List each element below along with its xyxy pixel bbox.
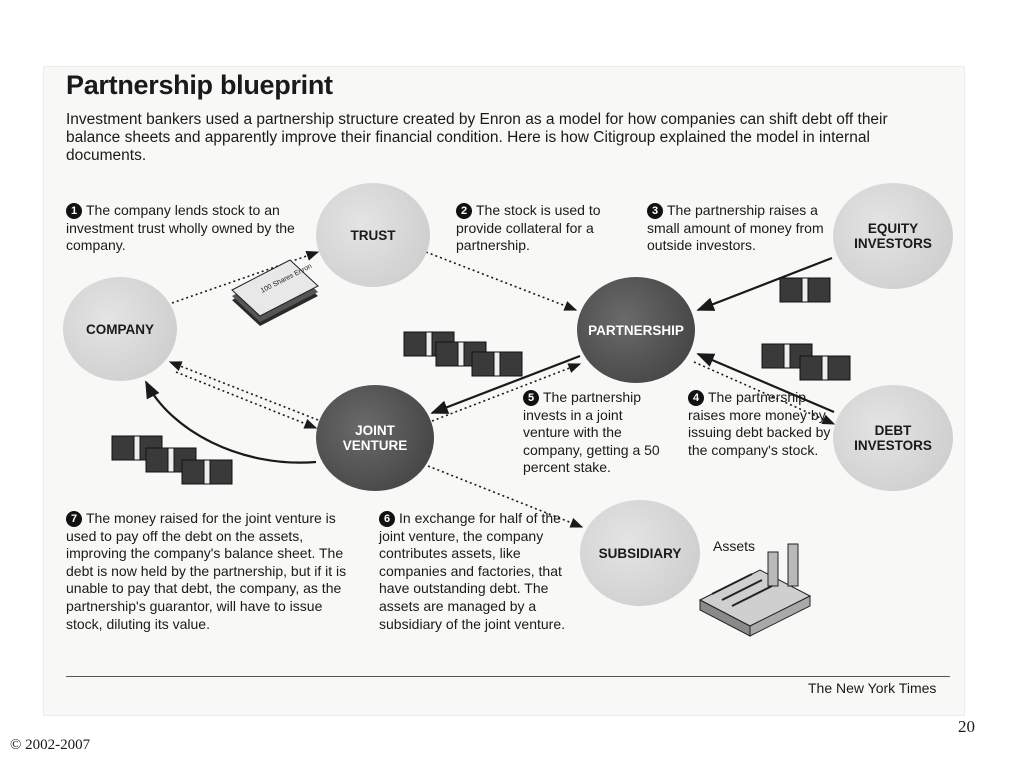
step-number: 6 xyxy=(379,511,395,527)
step-number: 3 xyxy=(647,203,663,219)
money-stack-icon xyxy=(761,343,851,381)
step-text: The partnership raises a small amount of… xyxy=(647,202,824,254)
arrow-partnership-debt xyxy=(693,361,836,425)
step-number: 2 xyxy=(456,203,472,219)
arrow-debt-partnership xyxy=(696,352,835,414)
copyright-notice: © 2002-2007 xyxy=(10,737,91,753)
node-partnership: PARTNERSHIP xyxy=(577,277,695,383)
node-trust: TRUST xyxy=(316,183,430,287)
assets-label: Assets xyxy=(713,538,756,554)
arrow-jv-partnership xyxy=(431,363,582,422)
footer-rule xyxy=(66,676,950,677)
arrow-equity-partnership xyxy=(696,256,833,312)
step-text: The partnership raises more money by iss… xyxy=(688,389,831,458)
page-number: 20 xyxy=(958,717,975,736)
step-text: In exchange for half of the joint ventur… xyxy=(379,510,565,632)
node-company: COMPANY xyxy=(63,277,177,381)
money-stack-icon xyxy=(779,277,831,303)
arrow-partnership-jv xyxy=(430,354,581,415)
step-number: 5 xyxy=(523,390,539,406)
money-stack-icon xyxy=(403,331,523,377)
diagram-title: Partnership blueprint xyxy=(66,70,333,100)
step-number: 4 xyxy=(688,390,704,406)
arrow-jv-company-curve xyxy=(145,380,317,464)
newspaper-clipping xyxy=(43,66,965,716)
node-joint-venture: JOINT VENTURE xyxy=(316,385,434,491)
step-text: The company lends stock to an investment… xyxy=(66,202,295,254)
step-number: 1 xyxy=(66,203,82,219)
arrow-company-jv xyxy=(175,371,318,429)
step-number: 7 xyxy=(66,511,82,527)
money-stack-icon xyxy=(111,435,233,485)
step-text: The partnership invests in a joint ventu… xyxy=(523,389,660,476)
node-equity-investors: EQUITY INVESTORS xyxy=(833,183,953,289)
arrow-company-trust xyxy=(171,250,320,304)
stock-certificate-icon: 100 Shares Enron xyxy=(231,259,319,326)
node-subsidiary: SUBSIDIARY xyxy=(580,500,700,606)
intro-text: Investment bankers used a partnership st… xyxy=(66,111,888,164)
node-debt-investors: DEBT INVESTORS xyxy=(833,385,953,491)
step-text: The money raised for the joint venture i… xyxy=(66,510,347,632)
step-text: The stock is used to provide collateral … xyxy=(456,202,601,254)
arrow-trust-partnership xyxy=(425,251,578,311)
factory-icon xyxy=(698,543,812,637)
arrow-jv-company xyxy=(168,361,319,421)
source-credit: The New York Times xyxy=(808,680,937,696)
